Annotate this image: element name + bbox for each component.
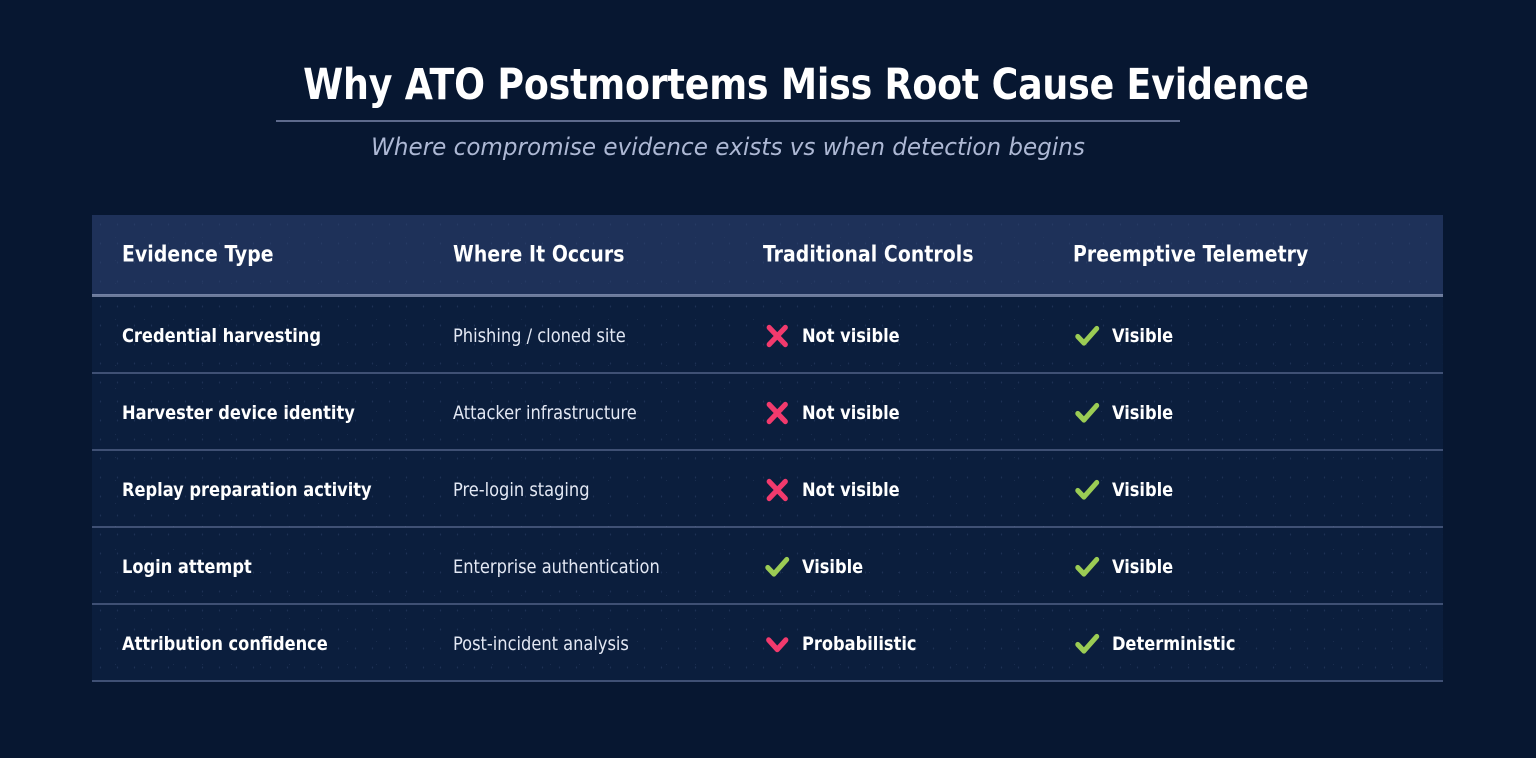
table-row: Login attempt Enterprise authentication Vi… <box>92 528 1443 605</box>
header-underline <box>92 294 1443 297</box>
table-row: Replay preparation activity Pre-login sta… <box>92 451 1443 528</box>
cell-preemptive-telemetry: Visible <box>1073 321 1173 351</box>
row-separator <box>92 603 1443 605</box>
table-row: Credential harvesting Phishing / cloned s… <box>92 297 1443 374</box>
cell-preemptive-telemetry: Visible <box>1073 552 1173 582</box>
table-row: Attribution confidence Post-incident anal… <box>92 605 1443 682</box>
cell-evidence-type: Replay preparation activity <box>122 478 372 501</box>
check-icon <box>1073 475 1102 505</box>
column-header-evidence-type: Evidence Type <box>122 242 274 268</box>
column-header-where-it-occurs: Where It Occurs <box>453 242 625 268</box>
column-header-preemptive-telemetry: Preemptive Telemetry <box>1073 242 1309 268</box>
row-separator <box>92 449 1443 451</box>
cell-traditional-controls: Visible <box>763 552 863 582</box>
cross-icon <box>763 398 792 428</box>
cell-where-it-occurs: Attacker infrastructure <box>453 401 637 424</box>
status-label: Visible <box>1111 401 1174 424</box>
check-icon <box>763 552 792 582</box>
cross-icon <box>763 321 792 351</box>
cell-evidence-type: Credential harvesting <box>122 324 321 347</box>
status-label: Visible <box>1111 478 1174 501</box>
status-label: Deterministic <box>1111 632 1236 655</box>
status-label: Not visible <box>801 324 900 347</box>
check-icon <box>1073 398 1102 428</box>
status-label: Not visible <box>801 401 900 424</box>
check-icon <box>1073 629 1102 659</box>
row-separator <box>92 680 1443 682</box>
cell-where-it-occurs: Phishing / cloned site <box>453 324 626 347</box>
cross-icon <box>763 475 792 505</box>
table-row: Harvester device identity Attacker infras… <box>92 374 1443 451</box>
cell-evidence-type: Harvester device identity <box>122 401 355 424</box>
evidence-comparison-table: Evidence Type Where It Occurs Traditiona… <box>92 215 1443 682</box>
page-title: Why ATO Postmortems Miss Root Cause Evid… <box>303 60 1309 110</box>
cell-traditional-controls: Not visible <box>763 321 900 351</box>
page-subtitle: Where compromise evidence exists vs when… <box>371 133 1085 161</box>
check-icon <box>1073 321 1102 351</box>
cell-preemptive-telemetry: Deterministic <box>1073 629 1235 659</box>
header: Why ATO Postmortems Miss Root Cause Evid… <box>0 0 1536 200</box>
column-header-traditional-controls: Traditional Controls <box>763 242 974 268</box>
status-label: Visible <box>1111 324 1174 347</box>
cell-evidence-type: Attribution confidence <box>122 632 328 655</box>
status-label: Visible <box>801 555 864 578</box>
cell-evidence-type: Login attempt <box>122 555 252 578</box>
status-label: Probabilistic <box>801 632 917 655</box>
chevron-down-icon <box>763 629 792 659</box>
title-divider <box>276 120 1180 122</box>
table-body: Credential harvesting Phishing / cloned s… <box>92 297 1443 682</box>
status-label: Visible <box>1111 555 1174 578</box>
row-separator <box>92 372 1443 374</box>
row-separator <box>92 526 1443 528</box>
cell-traditional-controls: Not visible <box>763 398 900 428</box>
check-icon <box>1073 552 1102 582</box>
table-header-row: Evidence Type Where It Occurs Traditiona… <box>92 215 1443 295</box>
cell-where-it-occurs: Pre-login staging <box>453 478 590 501</box>
status-label: Not visible <box>801 478 900 501</box>
cell-where-it-occurs: Enterprise authentication <box>453 555 660 578</box>
cell-preemptive-telemetry: Visible <box>1073 398 1173 428</box>
cell-where-it-occurs: Post-incident analysis <box>453 632 629 655</box>
cell-traditional-controls: Probabilistic <box>763 629 917 659</box>
cell-preemptive-telemetry: Visible <box>1073 475 1173 505</box>
cell-traditional-controls: Not visible <box>763 475 900 505</box>
